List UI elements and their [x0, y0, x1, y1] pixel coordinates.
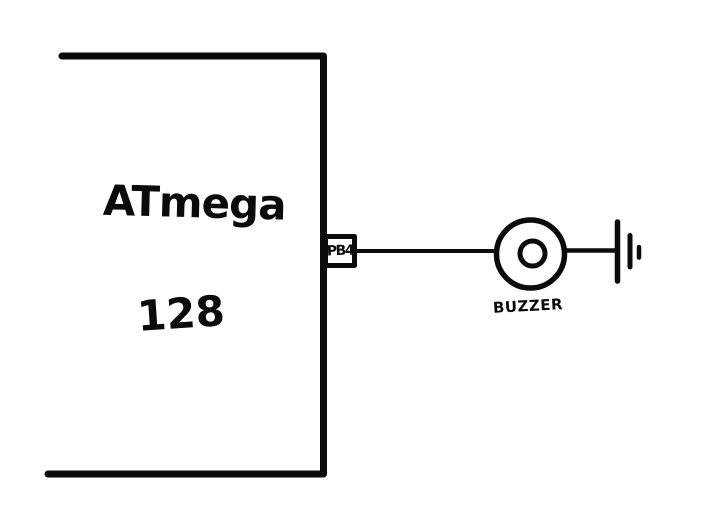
buzzer-label: BUZZER [492, 295, 564, 317]
buzzer-inner-circle [517, 238, 548, 269]
chip-label-line1: ATmega [102, 175, 287, 230]
ground-icon [614, 219, 642, 284]
pin-box [323, 234, 357, 268]
buzzer-outer-circle [493, 217, 568, 291]
pin-label: PB4 [326, 242, 354, 260]
chip-outline [44, 52, 327, 478]
chip-label-line2: 128 [135, 286, 227, 341]
